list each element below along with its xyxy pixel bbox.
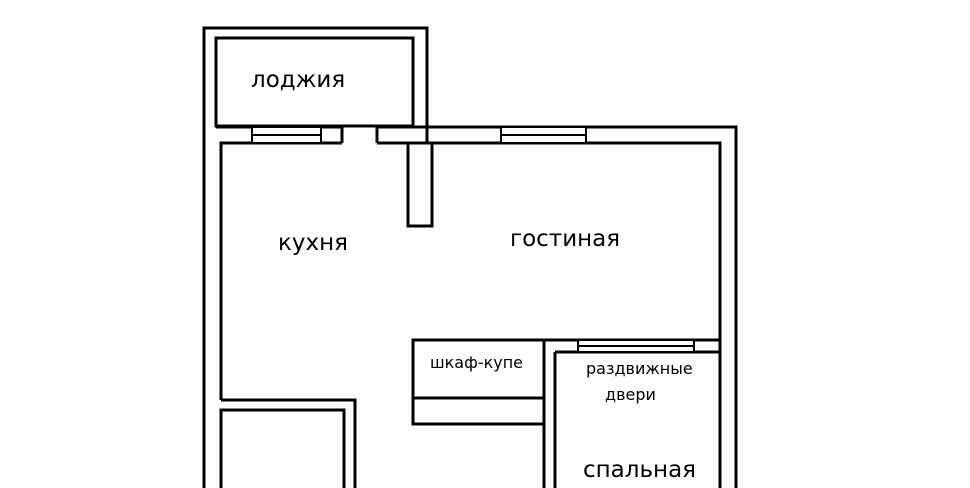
bedroom-left-wall [413,338,720,488]
kitchen-label: кухня [278,230,348,256]
loggia-label: лоджия [251,67,345,93]
kitchen-bottom-wall [221,398,357,488]
sliding-doors-label-2: двери [605,385,656,404]
outer-wall-inner-edge [219,141,722,488]
sliding-doors-label-1: раздвижные [586,359,693,378]
bathroom-wall [219,408,346,488]
kitchen-partition [406,143,434,228]
living-room-label: гостиная [510,226,620,252]
outer-wall-outer-edge [202,26,738,488]
wardrobe-label: шкаф-купе [430,353,523,372]
bedroom-label: спальная [583,457,696,483]
